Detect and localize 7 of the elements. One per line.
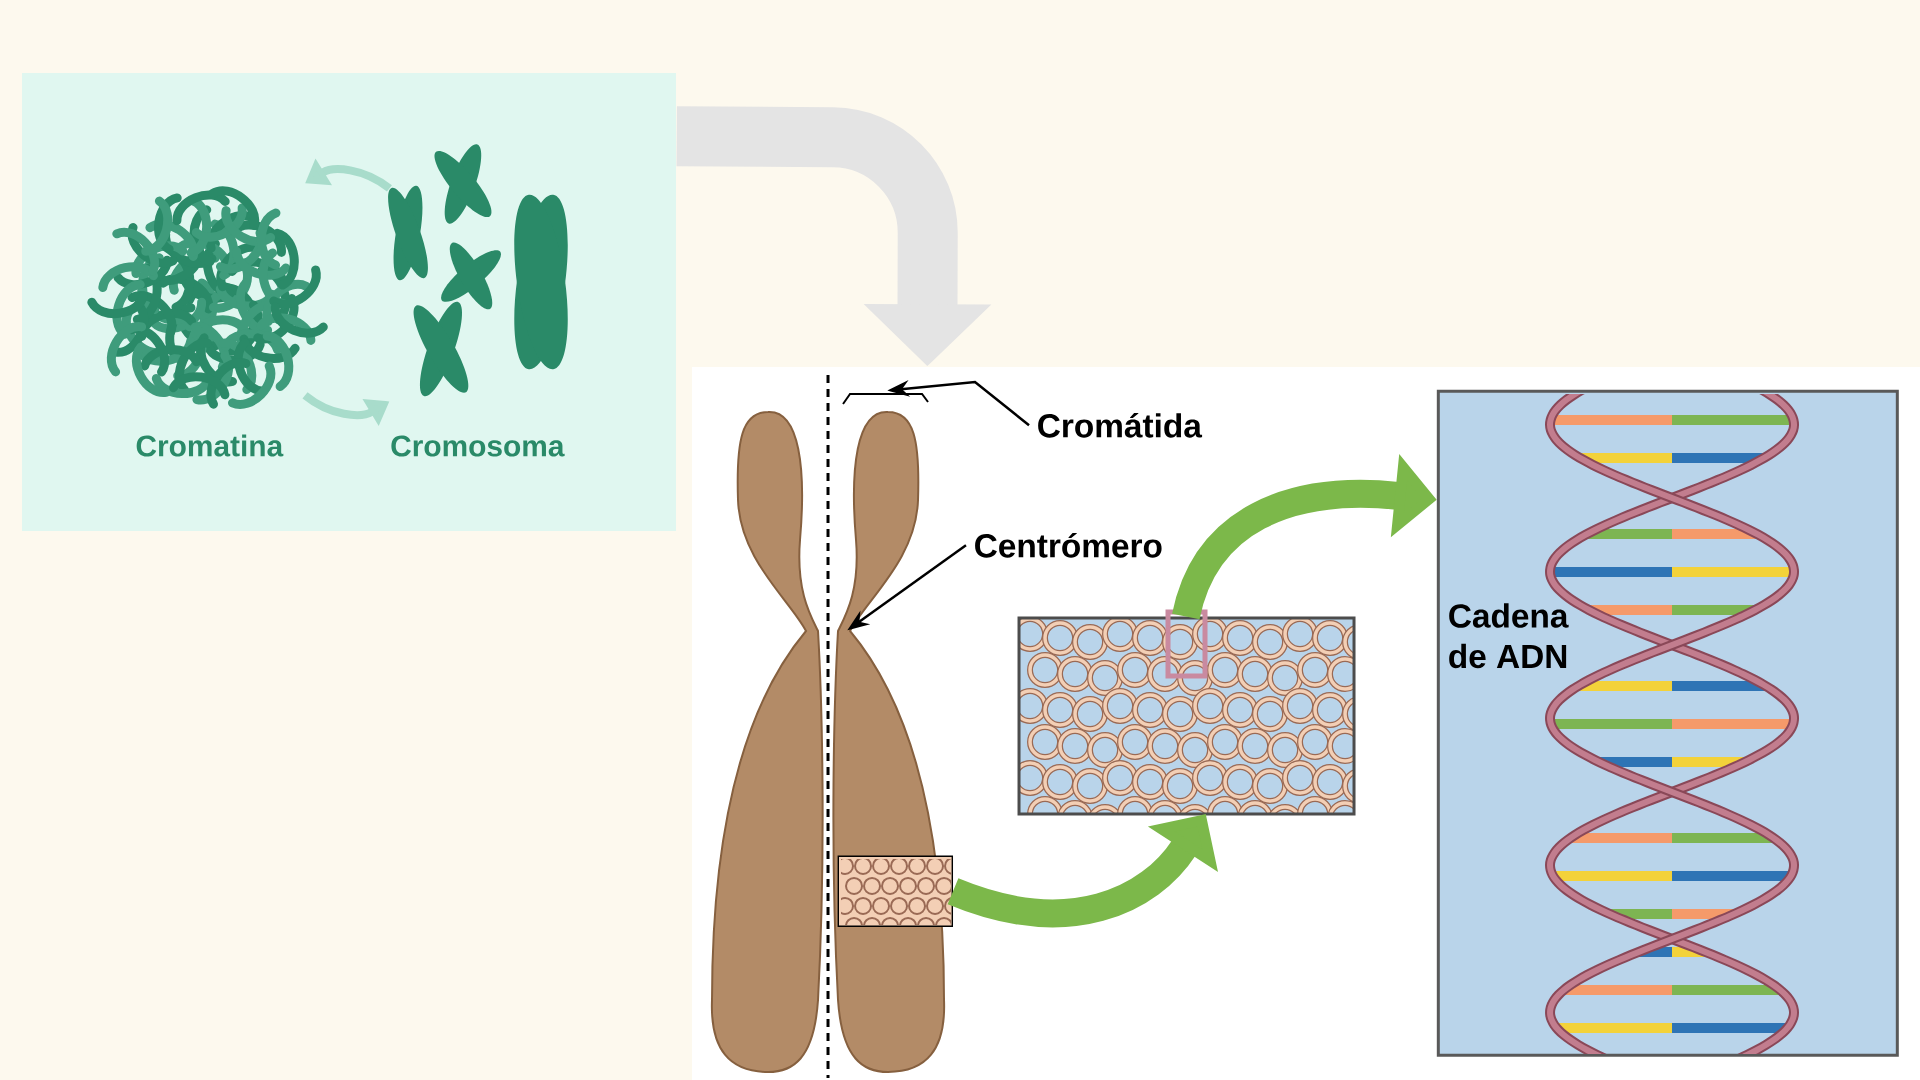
chromatin-sample-box [837,855,953,927]
caption-label: Cromosoma [391,435,565,457]
caption-label: Cromatina [136,434,284,457]
callout-label: Cromátida [1038,412,1203,438]
callout-label: Centrómero [975,532,1162,558]
chromosome-drawing [710,374,946,1078]
chromatin-fiber-drawing [1017,616,1356,816]
